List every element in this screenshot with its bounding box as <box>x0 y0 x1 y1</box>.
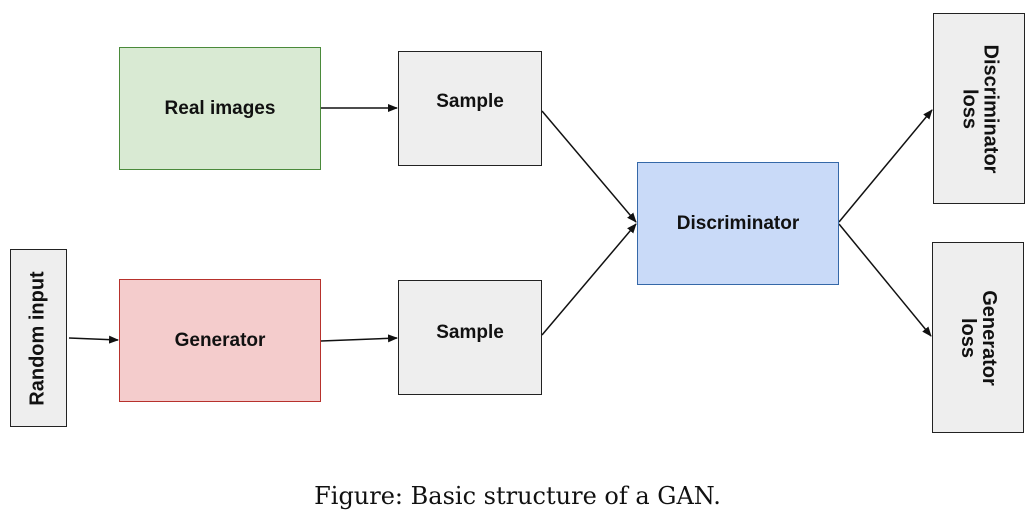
generator-loss-label: Generator loss <box>957 289 1000 386</box>
discriminator-loss-node: Discriminator loss <box>933 13 1025 204</box>
sample-bottom-node: Sample <box>398 280 542 395</box>
arrow-sample-bottom-to-discriminator <box>541 223 637 336</box>
real-images-node: Real images <box>119 47 321 170</box>
figure-caption: Figure: Basic structure of a GAN. <box>314 482 721 510</box>
sample-top-label: Sample <box>436 90 504 112</box>
discriminator-label: Discriminator <box>676 212 800 234</box>
arrow-sample-top-to-discriminator <box>541 110 637 223</box>
real-images-label: Real images <box>164 97 276 119</box>
generator-loss-label-line1: Generator <box>978 289 1000 386</box>
arrow-discriminator-to-discriminator-loss <box>838 109 933 223</box>
discriminator-loss-label: Discriminator loss <box>958 44 1001 173</box>
generator-node: Generator <box>119 279 321 402</box>
arrow-generator-to-sample <box>320 334 398 343</box>
discriminator-loss-label-line2: loss <box>958 88 980 129</box>
discriminator-node: Discriminator <box>637 162 839 285</box>
random-input-label: Random input <box>27 270 49 406</box>
arrow-discriminator-to-generator-loss <box>838 223 932 337</box>
generator-loss-label-line2: loss <box>957 317 979 358</box>
generator-label: Generator <box>174 329 266 351</box>
random-input-node: Random input <box>10 249 67 427</box>
arrow-random-input-to-generator <box>68 335 119 344</box>
generator-loss-node: Generator loss <box>932 242 1024 433</box>
sample-bottom-label: Sample <box>436 321 504 343</box>
discriminator-loss-label-line1: Discriminator <box>979 44 1001 173</box>
sample-top-node: Sample <box>398 51 542 166</box>
